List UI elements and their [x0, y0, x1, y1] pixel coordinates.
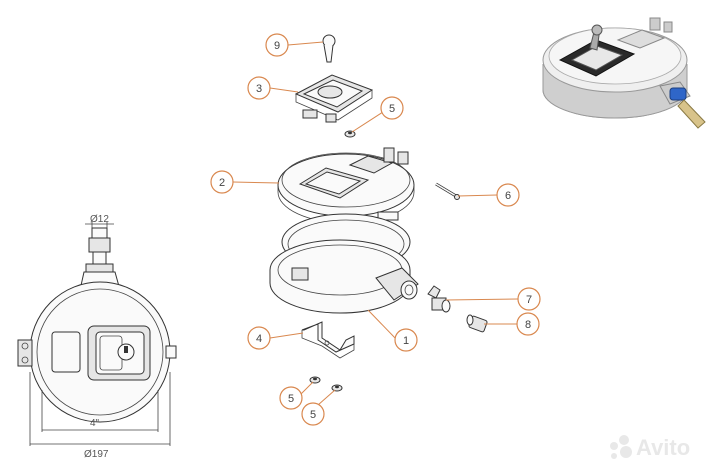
- callout-7: 7: [517, 287, 541, 311]
- svg-text:6: 6: [505, 190, 511, 202]
- callout-6: 6: [496, 183, 520, 207]
- part-2-lid: [277, 147, 415, 224]
- assembled-render: [542, 17, 706, 129]
- pipe-flange: [85, 263, 114, 273]
- svg-text:8: 8: [525, 319, 531, 331]
- svg-text:5: 5: [288, 393, 294, 405]
- part-9-key: [322, 34, 336, 63]
- callout-2: 2: [210, 170, 234, 194]
- leader-lines: [232, 41, 519, 406]
- part-8-fitting: [466, 314, 488, 333]
- part-5-nut-lower-b: [331, 384, 343, 392]
- part-1-body: [269, 213, 419, 314]
- callout-3: 3: [247, 76, 271, 100]
- callout-9: 9: [265, 33, 289, 57]
- svg-text:1: 1: [403, 335, 409, 347]
- watermark-text: Avito: [636, 435, 690, 460]
- pipe-end: [91, 227, 108, 239]
- valve-handle: [669, 87, 687, 101]
- callout-1: 1: [394, 328, 418, 352]
- callout-8: 8: [516, 312, 540, 336]
- svg-text:5: 5: [310, 409, 316, 421]
- top-view: Ø12 4" Ø197: [17, 214, 177, 460]
- pipe-body: [92, 251, 107, 265]
- svg-text:3: 3: [256, 83, 262, 95]
- svg-text:4: 4: [256, 333, 262, 345]
- part-6-pin: [435, 182, 460, 200]
- left-hinge: [17, 339, 33, 367]
- pipe-nut: [88, 237, 111, 253]
- part-5-nut-lower-a: [309, 376, 321, 384]
- pipe-diameter-label: Ø12: [90, 214, 109, 225]
- part-5-nut-upper: [344, 130, 356, 138]
- brass-fitting: [677, 99, 706, 129]
- part-7-valve: [427, 285, 451, 313]
- svg-text:7: 7: [526, 294, 532, 306]
- callout-5-lower-a: 5: [279, 386, 303, 410]
- part-4-bracket: [301, 321, 355, 359]
- top-view-inner-ring: [36, 288, 164, 416]
- callout-4: 4: [247, 326, 271, 350]
- top-view-window: [51, 331, 81, 373]
- svg-text:2: 2: [219, 177, 225, 189]
- callout-5-upper: 5: [380, 96, 404, 120]
- part-3-lock: [294, 74, 374, 123]
- watermark: Avito: [610, 435, 690, 460]
- callout-5-lower-b: 5: [301, 402, 325, 426]
- right-stub: [165, 345, 177, 359]
- outer-diameter-label: Ø197: [84, 449, 109, 460]
- inner-size-label: 4": [90, 418, 100, 429]
- svg-text:9: 9: [274, 40, 280, 52]
- svg-text:5: 5: [389, 103, 395, 115]
